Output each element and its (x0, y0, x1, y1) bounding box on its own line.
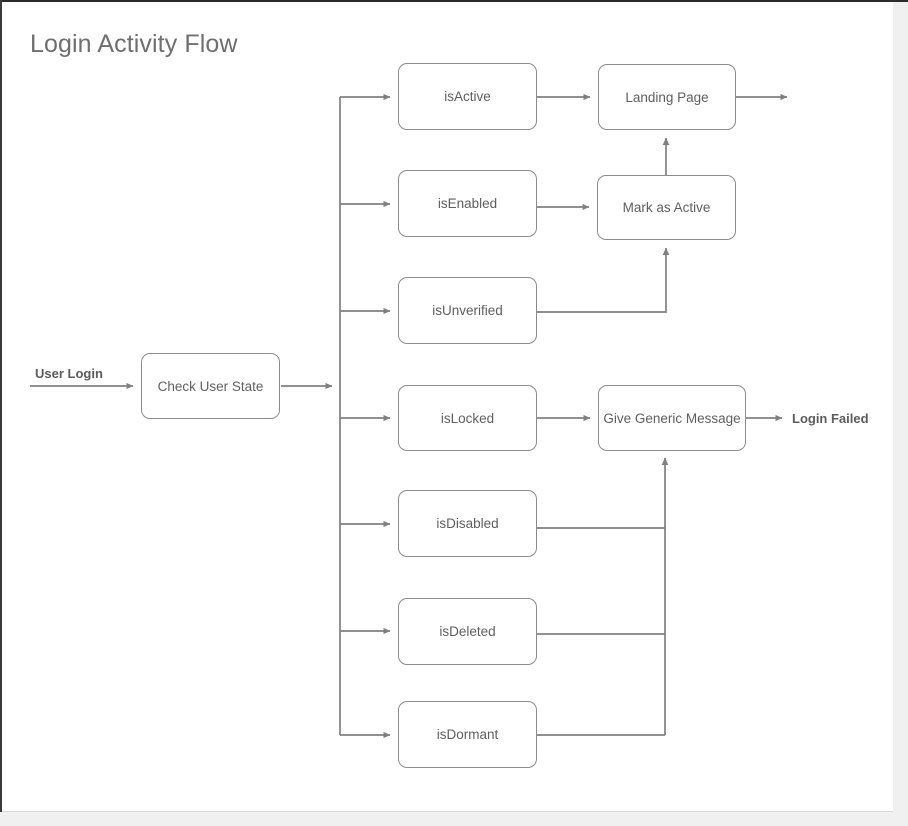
node-is-dormant[interactable]: isDormant (398, 701, 537, 768)
page-frame-top (0, 0, 908, 2)
diagram-title: Login Activity Flow (30, 30, 238, 58)
label-user-login: User Login (35, 366, 103, 381)
node-mark-as-active[interactable]: Mark as Active (597, 175, 736, 240)
node-is-deleted[interactable]: isDeleted (398, 598, 537, 665)
page-frame-right (893, 2, 908, 812)
node-check-user-state[interactable]: Check User State (141, 353, 280, 419)
node-is-enabled[interactable]: isEnabled (398, 170, 537, 237)
edge-isunverified-to-markasactive (537, 247, 670, 313)
node-is-disabled[interactable]: isDisabled (398, 490, 537, 557)
node-is-unverified[interactable]: isUnverified (398, 277, 537, 344)
node-landing-page[interactable]: Landing Page (598, 64, 736, 130)
page-frame-bottom (0, 812, 908, 826)
node-is-locked[interactable]: isLocked (398, 385, 537, 451)
page-frame-left (0, 0, 2, 815)
page-frame-bottom-line (2, 811, 893, 812)
label-login-failed: Login Failed (792, 411, 869, 426)
node-give-generic-message[interactable]: Give Generic Message (598, 385, 746, 451)
node-is-active[interactable]: isActive (398, 63, 537, 130)
